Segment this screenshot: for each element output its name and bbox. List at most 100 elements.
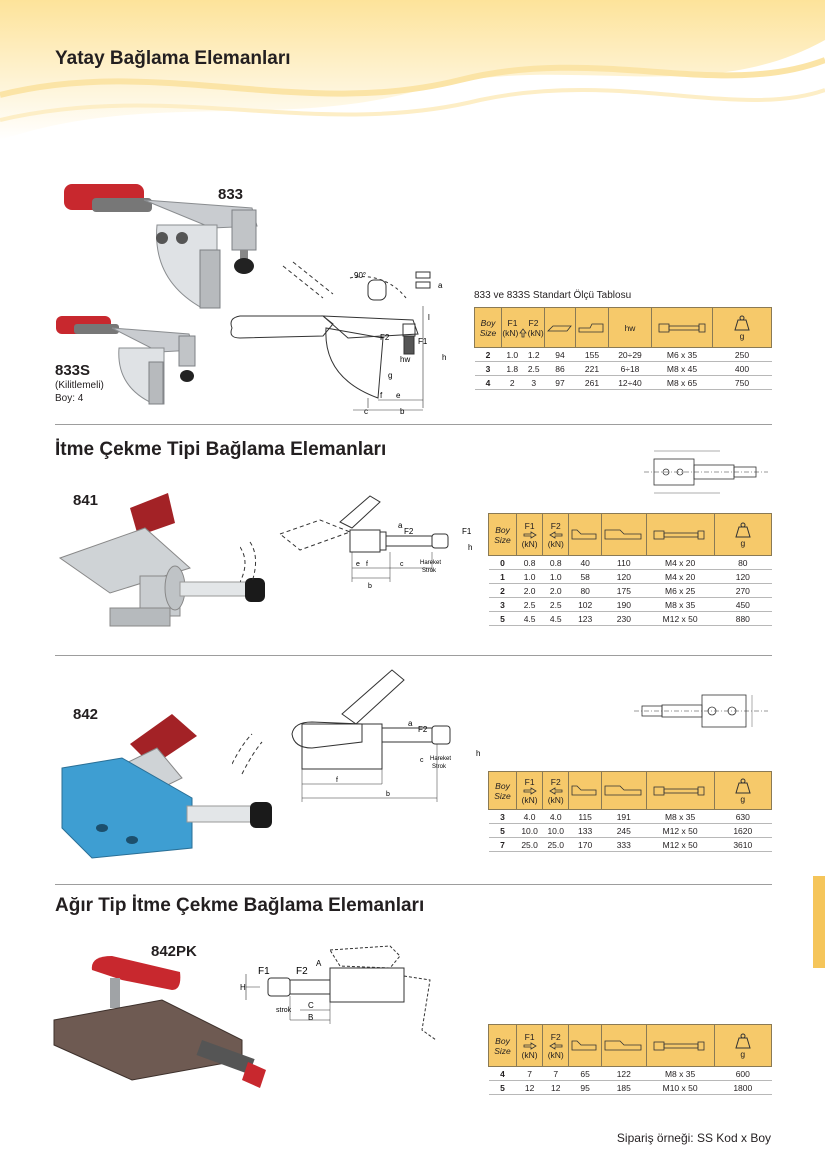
table-cell: 750 — [712, 375, 772, 390]
table-cell: 3 — [523, 375, 545, 390]
table-cell: 20÷29 — [608, 347, 652, 362]
clamp-profile-icon — [571, 1040, 597, 1050]
weight-icon — [735, 778, 751, 793]
table-cell-size: 1 — [488, 569, 517, 584]
drawing-label-e: e — [396, 391, 401, 400]
table-cell: 270 — [714, 583, 772, 598]
section-divider — [55, 655, 772, 656]
drawing-label-a: a — [438, 281, 443, 290]
table-cell: 230 — [601, 611, 647, 626]
arrow-up-icon — [519, 327, 527, 337]
table-cell: 65 — [568, 1066, 602, 1081]
table-cell: 250 — [712, 347, 772, 362]
header-wave-background — [0, 0, 825, 190]
table-cell-size: 5 — [488, 823, 517, 838]
top-view-drawing-842 — [634, 694, 768, 728]
table-cell-size: 3 — [488, 597, 517, 612]
bolt-icon — [653, 1041, 705, 1050]
col-f1: F1 (kN) — [516, 513, 544, 556]
table-cell: 4.5 — [516, 611, 543, 626]
col-bolt — [645, 771, 715, 810]
bolt-icon — [653, 530, 705, 539]
product-code-842: 842 — [73, 706, 99, 723]
table-cell: 0.8 — [542, 555, 569, 570]
arrow-right-icon — [523, 1041, 537, 1050]
table-cell: 1620 — [714, 823, 772, 838]
clamp-profile-icon — [571, 785, 597, 795]
table-cell: 40 — [568, 555, 602, 570]
table-cell: 400 — [712, 361, 772, 376]
table-cell: M8 x 45 — [651, 361, 713, 376]
col-f2: F2 (kN) — [542, 771, 570, 810]
drawing-label-f2: F2 — [296, 966, 308, 977]
drawing-label-h: h — [468, 543, 472, 552]
arrow-left-icon — [548, 1041, 563, 1050]
product-photo-842pk — [53, 956, 266, 1088]
drawing-label-f: f — [366, 561, 368, 568]
drawing-label-h: h — [442, 353, 446, 362]
section-title-horizontal-clamps: Yatay Bağlama Elemanları — [55, 48, 291, 69]
clamp-profile-icon — [604, 785, 642, 795]
drawing-label-B: B — [308, 1013, 313, 1022]
product-photo-833 — [64, 184, 258, 309]
table-cell: M4 x 20 — [646, 569, 715, 584]
table-cell: 95 — [568, 1080, 602, 1095]
table-cell: 4.0 — [542, 809, 569, 824]
table-cell: M6 x 25 — [646, 583, 715, 598]
table-cell: 7 — [516, 1066, 543, 1081]
col-weight: g — [713, 1024, 773, 1067]
product-code-842pk: 842PK — [151, 943, 197, 960]
table-cell: M8 x 35 — [646, 809, 715, 824]
drawing-label-f1: F1 — [258, 966, 270, 977]
drawing-label-c: c — [420, 757, 424, 764]
drawing-label-strok: Strok — [432, 764, 447, 770]
table-cell: 2.5 — [523, 361, 545, 376]
table-cell: 1800 — [714, 1080, 772, 1095]
table-cell: 155 — [575, 347, 609, 362]
col-dim1 — [568, 771, 602, 810]
table-cell: 120 — [601, 569, 647, 584]
table-cell-size: 4 — [488, 1066, 517, 1081]
table-cell: 450 — [714, 597, 772, 612]
table-cell-size: 2 — [488, 583, 517, 598]
clamp-profile-icon — [578, 323, 604, 332]
table-cell: 97 — [544, 375, 576, 390]
table-cell: 261 — [575, 375, 609, 390]
drawing-label-strok: strok — [276, 1007, 292, 1014]
table-cell: 1.8 — [501, 361, 523, 376]
table-cell: 123 — [568, 611, 602, 626]
table-cell: 133 — [568, 823, 602, 838]
drawing-label-a: a — [408, 719, 413, 728]
table-cell: 630 — [714, 809, 772, 824]
table-cell: M12 x 50 — [646, 837, 715, 852]
table-cell: M12 x 50 — [646, 611, 715, 626]
table-cell: 4.5 — [542, 611, 569, 626]
col-dim2 — [600, 1024, 647, 1067]
order-example-footer: Sipariş örneği: SS Kod x Boy — [616, 1131, 771, 1145]
drawing-label-c: c — [364, 407, 368, 416]
bolt-icon — [653, 786, 705, 795]
drawing-label-h: h — [476, 749, 480, 758]
table-cell: 2.5 — [542, 597, 569, 612]
table-cell: M8 x 35 — [646, 1066, 715, 1081]
arrow-left-icon — [548, 530, 563, 539]
drawing-label-c: c — [400, 561, 404, 568]
col-boy-size: Boy Size — [474, 307, 502, 348]
table-cell: 80 — [714, 555, 772, 570]
page-side-tab — [813, 876, 825, 968]
table-cell: M10 x 50 — [646, 1080, 715, 1095]
weight-icon — [735, 522, 751, 537]
weight-icon — [735, 1033, 751, 1048]
arrow-right-icon — [523, 786, 537, 795]
